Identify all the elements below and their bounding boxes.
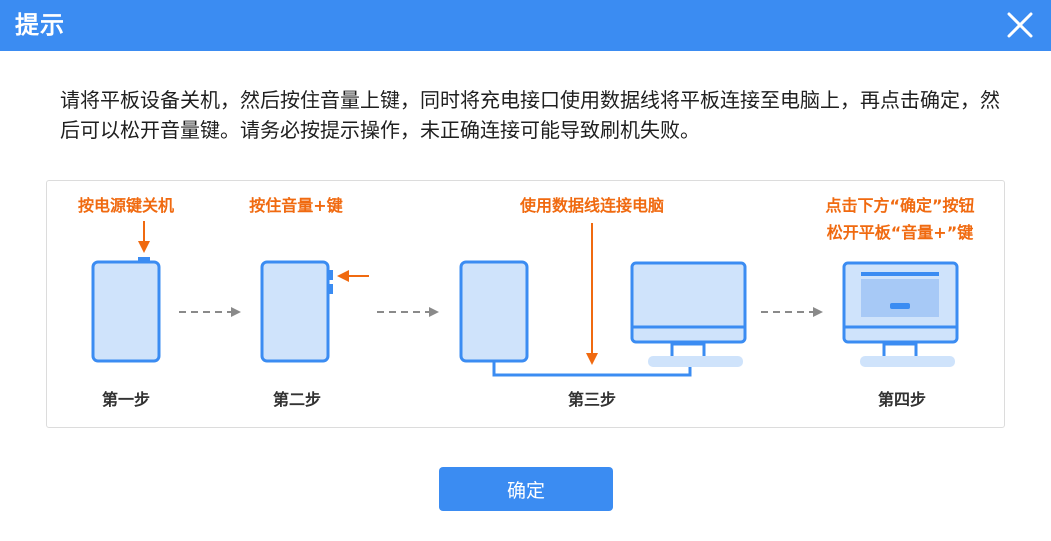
instruction-illustration-panel: 按电源键关机 第一步 按住音量+键 第二步 使用数据线连接电脑 (46, 180, 1005, 428)
step2-hint: 按住音量+键 (249, 196, 342, 215)
step3-monitor-icon (630, 261, 747, 367)
close-icon (1007, 12, 1033, 38)
step1-tablet-icon (91, 257, 161, 363)
step3-label: 第三步 (568, 390, 616, 409)
step4-label: 第四步 (878, 390, 926, 409)
step4-hint-line2: 松开平板“音量+”键 (827, 223, 973, 242)
close-button[interactable] (1003, 8, 1037, 42)
confirm-button[interactable]: 确定 (439, 467, 613, 511)
step2-tablet-icon (260, 260, 333, 363)
dialog-title: 提示 (15, 11, 65, 39)
step1-label: 第一步 (102, 390, 150, 409)
step2-label: 第二步 (273, 390, 321, 409)
step1-hint: 按电源键关机 (78, 196, 174, 215)
step3-hint: 使用数据线连接电脑 (519, 196, 664, 215)
dialog-titlebar: 提示 (0, 0, 1051, 51)
step4-monitor-icon (842, 261, 959, 367)
step3-tablet-icon (459, 260, 529, 363)
instruction-illustration: 按电源键关机 第一步 按住音量+键 第二步 使用数据线连接电脑 (78, 196, 975, 409)
instruction-message: 请将平板设备关机，然后按住音量上键，同时将充电接口使用数据线将平板连接至电脑上，… (60, 88, 1000, 142)
step4-hint-line1: 点击下方“确定”按钮 (825, 196, 974, 215)
